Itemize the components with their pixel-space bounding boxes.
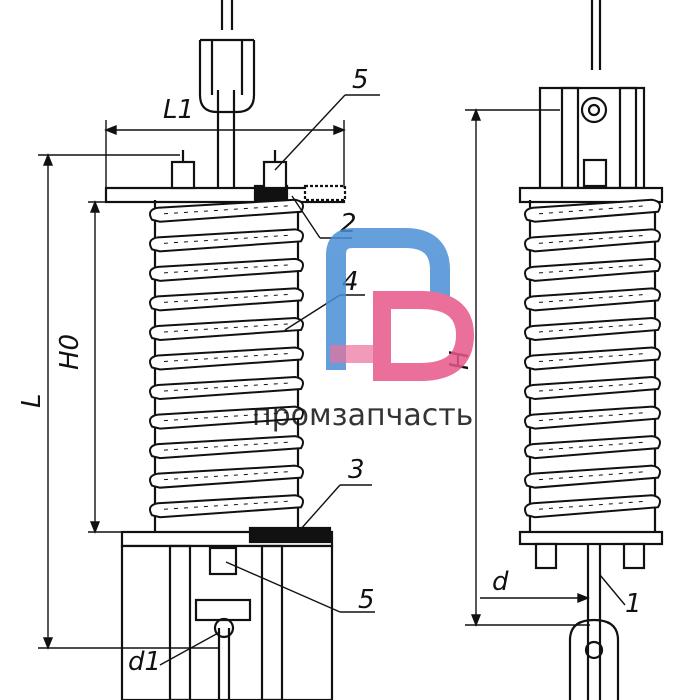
left-spring-coil-centerline	[163, 441, 290, 451]
right-spring-coil-centerline	[538, 441, 647, 451]
right-spring-coil	[524, 435, 661, 460]
left-spring-coil-centerline	[163, 353, 290, 362]
left-spring-coil	[149, 228, 304, 253]
right-spring-coil-centerline	[538, 323, 647, 333]
left-dimensions	[38, 94, 380, 666]
right-spring-coil-centerline	[538, 234, 647, 244]
left-spring-coil-centerline	[163, 412, 290, 422]
left-spring-coil	[149, 435, 304, 460]
left-spring-coil-centerline	[163, 264, 290, 274]
right-spring-coil	[524, 316, 661, 341]
left-spring-coil-centerline	[163, 500, 290, 510]
left-view	[104, 0, 347, 700]
right-spring-coil	[524, 257, 661, 282]
watermark: промзапчасть	[252, 228, 475, 433]
left-spring-coil	[149, 257, 304, 282]
right-spring-coil	[524, 346, 661, 371]
left-spring-coil	[149, 464, 304, 489]
right-spring-coil	[524, 464, 661, 489]
left-spring-coil	[149, 316, 304, 341]
right-spring-coil-centerline	[538, 412, 647, 422]
left-bottom-assembly	[120, 526, 334, 700]
left-spring-coil-centerline	[163, 293, 290, 303]
left-spring-coil	[149, 346, 304, 371]
label-d1: d1	[128, 647, 161, 677]
left-spring-coil-centerline	[163, 471, 290, 481]
left-top-rod	[198, 0, 256, 190]
label-part-5-top: 5	[352, 65, 369, 95]
left-spring-coil-centerline	[163, 205, 290, 215]
label-d: d	[492, 567, 509, 597]
label-L: L	[17, 394, 47, 409]
left-spring-coil-centerline	[163, 382, 290, 392]
right-spring-coil	[524, 198, 661, 223]
right-spring-coil-centerline	[538, 293, 647, 303]
right-spring-coil-centerline	[538, 264, 647, 274]
labels: L1 L H0 H d d1 5 2 4 3 5 1	[17, 65, 642, 677]
right-spring-coil-centerline	[538, 353, 647, 362]
label-part-1: 1	[625, 589, 642, 619]
left-spring-coil	[149, 494, 304, 519]
label-part-5-bottom: 5	[358, 585, 375, 615]
right-spring-coil-centerline	[538, 382, 647, 392]
label-part-4: 4	[342, 267, 359, 297]
pz-logo-icon	[326, 228, 475, 381]
right-spring-coil	[524, 228, 661, 253]
left-top-plate	[104, 150, 347, 204]
right-spring-coil	[524, 376, 661, 401]
left-spring-coil	[149, 405, 304, 430]
right-spring-coil	[524, 494, 661, 519]
right-dimensions	[465, 108, 626, 627]
right-spring-coil	[524, 405, 661, 430]
label-H0: H0	[55, 334, 85, 370]
left-spring-coil	[149, 287, 304, 312]
label-L1: L1	[163, 95, 194, 125]
right-view	[518, 0, 664, 700]
left-spring-coil-centerline	[163, 323, 290, 333]
right-spring-coil-centerline	[538, 500, 647, 510]
watermark-text: промзапчасть	[252, 398, 473, 433]
left-spring-coil-centerline	[163, 234, 290, 244]
left-spring	[149, 198, 304, 535]
label-part-3: 3	[348, 455, 365, 485]
left-spring-coil	[149, 376, 304, 401]
right-spring-coil-centerline	[538, 205, 647, 215]
right-spring-coil-centerline	[538, 471, 647, 481]
right-spring-coil	[524, 287, 661, 312]
